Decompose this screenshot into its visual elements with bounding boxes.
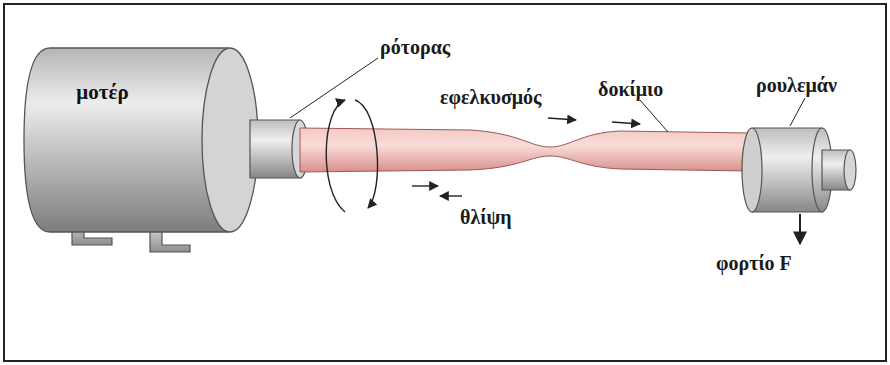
compression-arrow — [440, 195, 462, 196]
load-arrow — [799, 214, 801, 244]
rotor — [250, 120, 300, 178]
tension-arrow — [612, 122, 640, 124]
leader-line — [290, 58, 378, 118]
motor-outline — [20, 40, 265, 240]
rotation-arrow — [326, 100, 345, 212]
part-label: φορτίο F — [716, 252, 792, 274]
shaft-stub — [822, 150, 850, 190]
leader-line — [640, 100, 668, 132]
shaft-stub-face — [844, 150, 856, 190]
part-label: ρουλεμάν — [756, 74, 837, 96]
compression-arrow — [412, 185, 438, 186]
motor-face — [202, 48, 258, 232]
bearing-face — [742, 128, 762, 212]
part-label: θλίψη — [460, 206, 512, 228]
leader-line — [790, 98, 805, 126]
tension-arrow — [548, 118, 576, 120]
bearing-face — [812, 128, 832, 212]
motor-node: μοτέρ — [20, 40, 265, 240]
part-label: ρότορας — [380, 36, 450, 58]
part-label: δοκίμιο — [598, 78, 663, 100]
rotation-arrow — [355, 100, 378, 208]
part-label: εφελκυσμός — [440, 86, 542, 108]
motor-label: μοτέρ — [76, 80, 128, 105]
motor-body — [24, 48, 228, 232]
rotor-face — [292, 120, 308, 178]
specimen — [300, 128, 748, 172]
bearing — [752, 128, 822, 212]
